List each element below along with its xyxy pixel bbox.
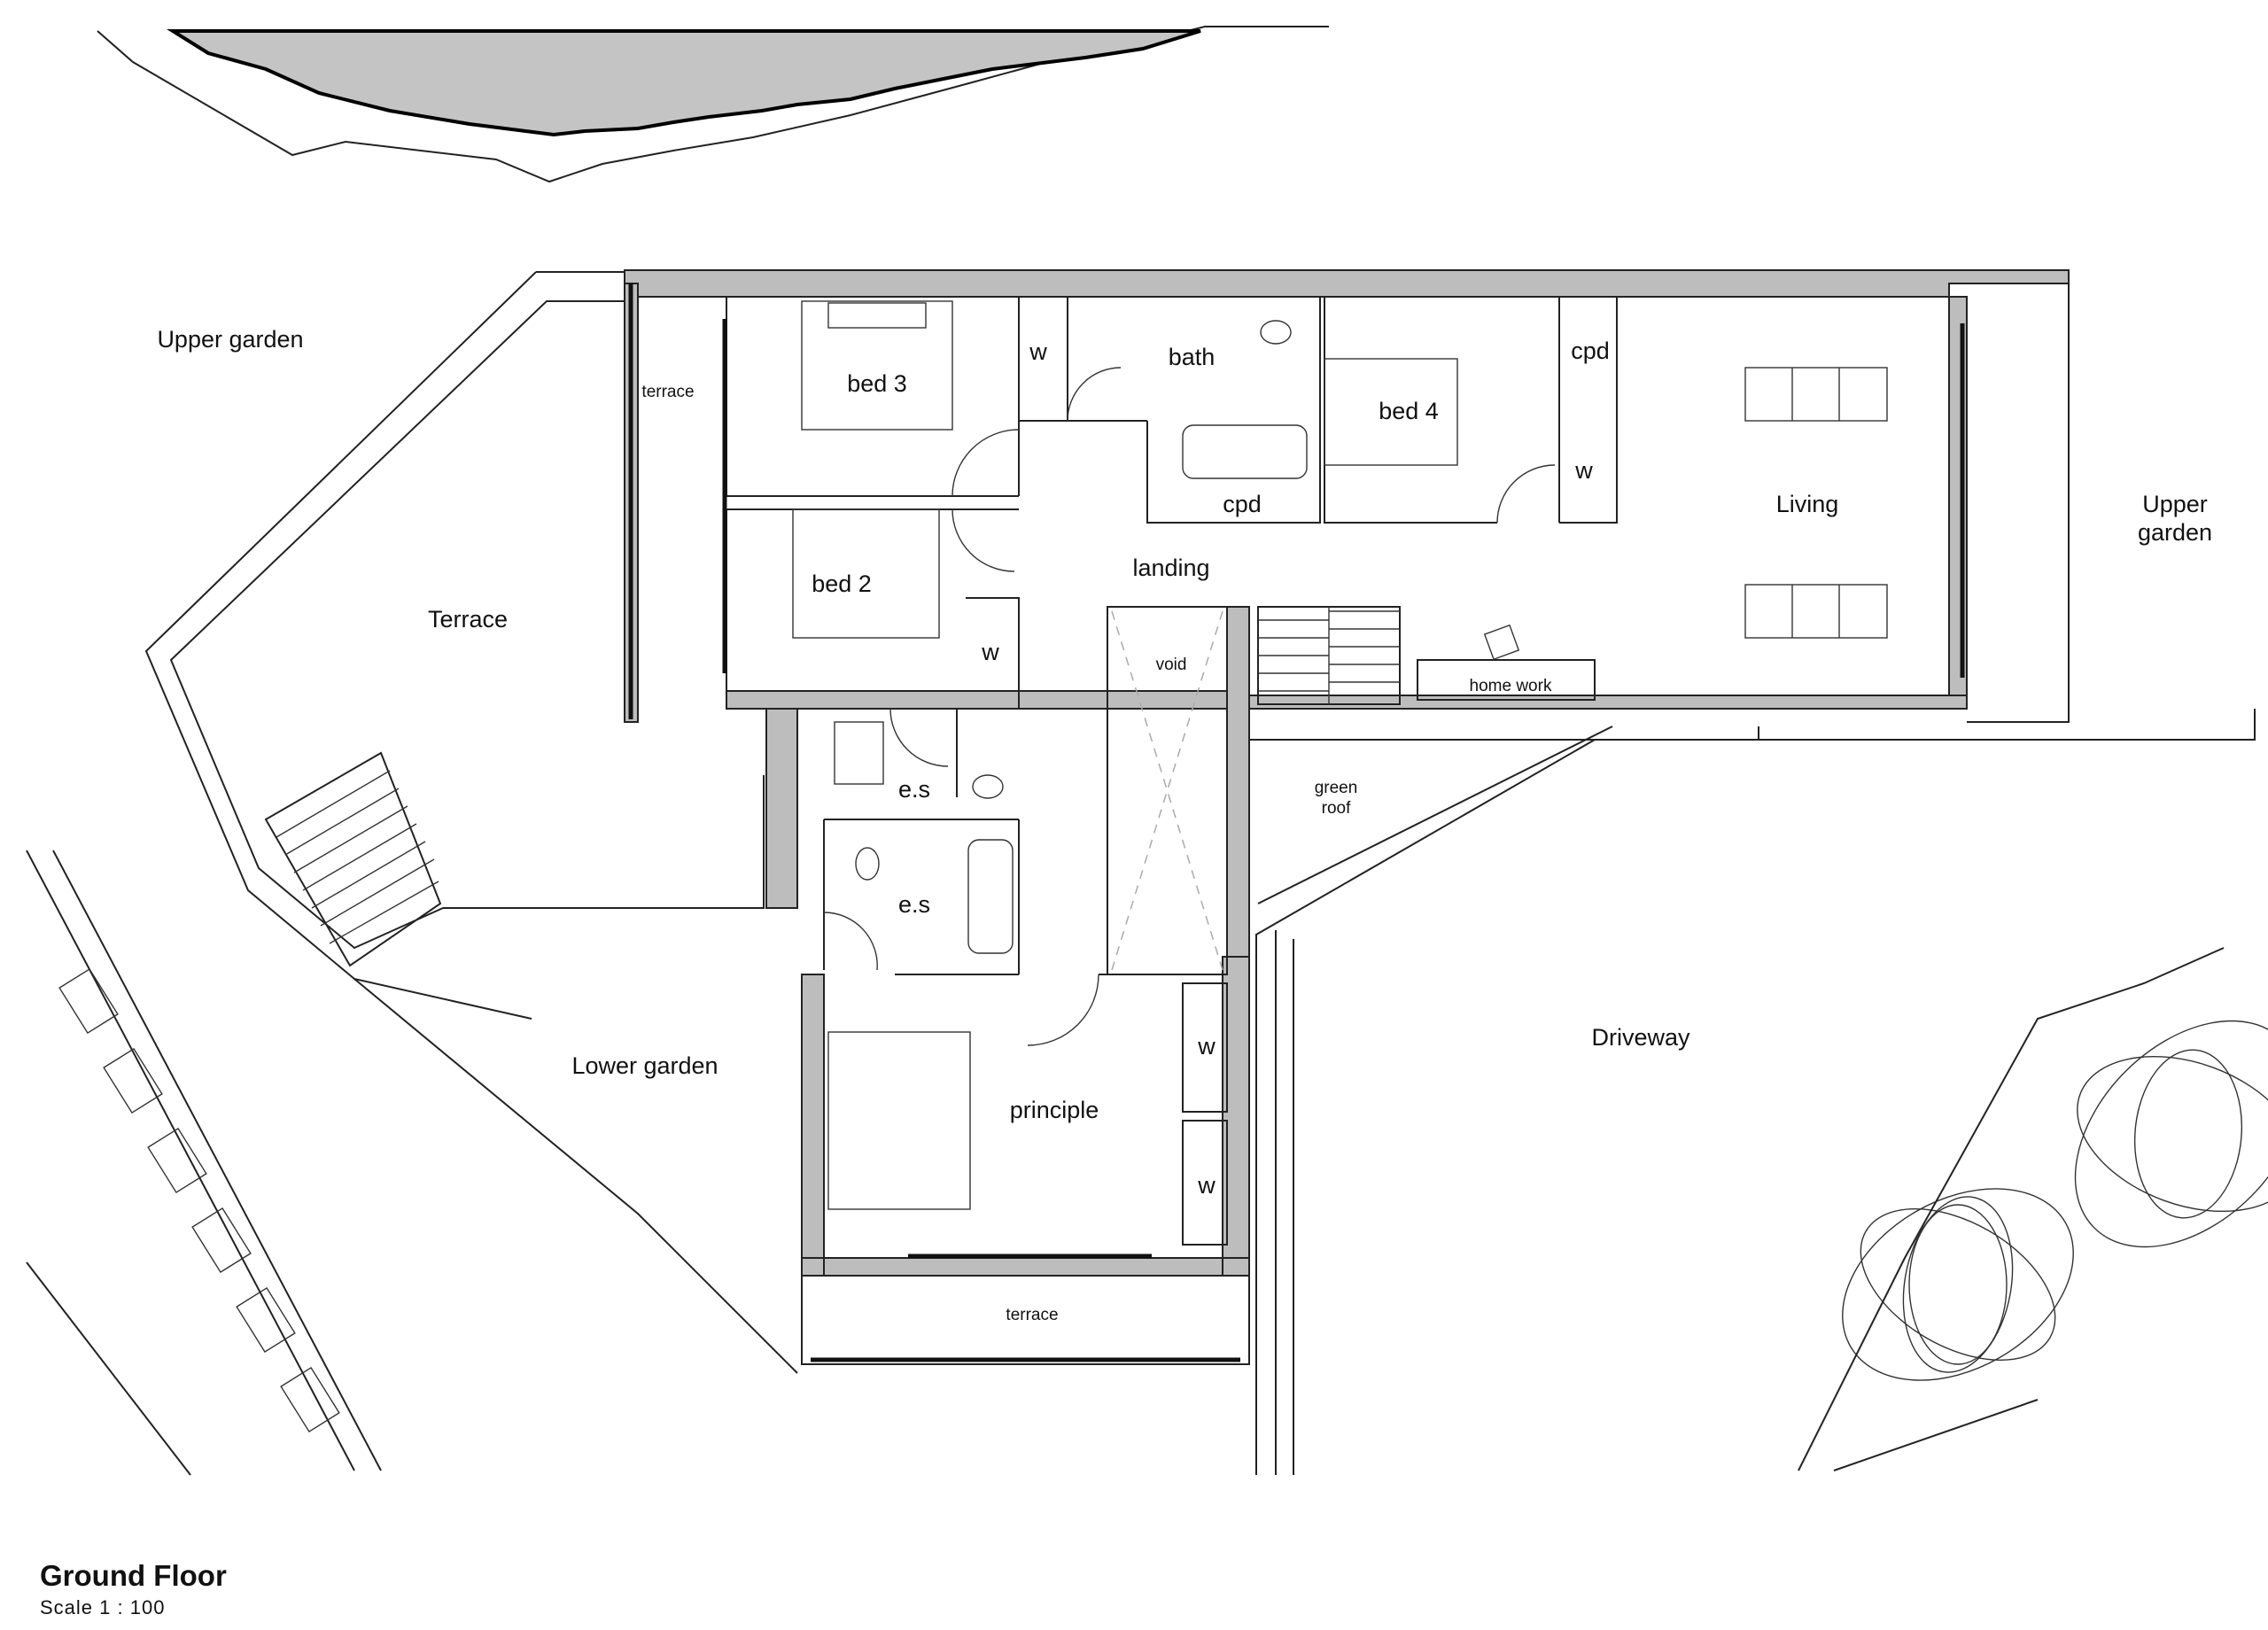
steps-outline	[264, 751, 442, 967]
interior-walls	[726, 297, 1618, 1246]
north-wall	[624, 269, 2070, 298]
driveway-edge	[1248, 709, 2256, 741]
wall-block	[103, 1047, 163, 1114]
label-wardrobe-bed4: w	[1574, 457, 1593, 484]
label-wardrobe-1: w	[1029, 338, 1047, 365]
bed-3	[801, 300, 953, 431]
wall-block	[147, 1127, 207, 1194]
room-labels: Upper garden terrace bed 3 w bath bed 4 …	[157, 326, 2212, 1324]
label-ensuite-2: e.s	[898, 891, 930, 918]
label-green-roof-2: roof	[1322, 799, 1351, 818]
sofa-2	[1744, 584, 1888, 639]
plan-title: Ground Floor	[40, 1559, 227, 1592]
label-bed-2: bed 2	[812, 570, 872, 597]
tree-1	[1842, 1188, 2074, 1381]
label-terrace-big: Terrace	[428, 606, 508, 633]
label-bath: bath	[1169, 344, 1216, 370]
terrace-boundary-inner	[144, 271, 537, 1020]
label-terrace-small: terrace	[641, 383, 694, 401]
bath-tub-2	[967, 839, 1014, 954]
label-void: void	[1156, 656, 1187, 674]
wc-1	[1260, 320, 1292, 345]
label-principle: principle	[1010, 1097, 1099, 1123]
desk-chair	[1483, 624, 1520, 661]
green-roof-edge	[1255, 726, 1613, 1475]
wall-block	[236, 1286, 296, 1354]
label-cupboard-top: cpd	[1571, 338, 1610, 364]
label-upper-garden-left: Upper garden	[157, 326, 303, 353]
sofa-1-seats	[1791, 368, 1840, 421]
label-driveway: Driveway	[1591, 1024, 1690, 1051]
label-cupboard-bath: cpd	[1223, 491, 1262, 517]
bed-principle	[827, 1031, 971, 1210]
label-upper-garden-right-1: Upper	[2142, 491, 2208, 517]
label-lower-garden: Lower garden	[571, 1052, 718, 1079]
label-green-roof-1: green	[1315, 779, 1358, 797]
lower-garden-edge	[353, 978, 798, 1374]
label-upper-garden-right-2: garden	[2138, 519, 2212, 546]
steps-treads	[276, 770, 439, 944]
label-wardrobe-p2: w	[1197, 1172, 1216, 1199]
sofa-2-seats	[1791, 585, 1840, 638]
door-swings	[823, 367, 1556, 1046]
furniture	[792, 300, 1888, 1210]
wc-3	[855, 847, 880, 881]
sofa-1	[1744, 367, 1888, 422]
bed-4	[1324, 358, 1458, 466]
pond-water	[167, 29, 1201, 137]
pond	[97, 26, 1329, 183]
label-living: Living	[1776, 491, 1839, 517]
wall-block	[58, 967, 119, 1035]
tree-2	[2074, 1020, 2268, 1248]
building	[624, 269, 2070, 1365]
label-bed-3: bed 3	[847, 370, 907, 397]
stairs	[1258, 607, 1400, 704]
tree-line	[1798, 947, 2225, 1471]
title-block: Ground Floor Scale 1 : 100	[40, 1559, 227, 1618]
west-boundary	[26, 1261, 191, 1476]
wall-block	[280, 1366, 340, 1433]
label-home-work: home work	[1470, 677, 1552, 695]
retaining-wall-outline	[26, 850, 382, 1471]
bottom-terrace-outline	[801, 1276, 1250, 1365]
south-wall-main	[726, 690, 1968, 710]
plan-scale: Scale 1 : 100	[40, 1596, 165, 1618]
label-wardrobe-p1: w	[1197, 1033, 1216, 1060]
east-terrace	[1967, 283, 2070, 723]
bath-tub	[1182, 424, 1308, 479]
label-bed-4: bed 4	[1379, 398, 1439, 424]
retaining-wall	[26, 850, 382, 1471]
shower	[834, 721, 884, 785]
trees	[1798, 947, 2268, 1471]
wall-block	[191, 1207, 252, 1274]
bed-3-pillow	[827, 302, 927, 329]
bed-2	[792, 508, 940, 639]
label-landing: landing	[1132, 555, 1209, 581]
site-lines	[26, 271, 2256, 1476]
terrace-steps	[264, 751, 442, 967]
label-wardrobe-bed2: w	[981, 639, 999, 665]
label-terrace-bottom: terrace	[1006, 1306, 1058, 1324]
label-ensuite-1: e.s	[898, 776, 930, 803]
wc-2	[972, 774, 1004, 799]
